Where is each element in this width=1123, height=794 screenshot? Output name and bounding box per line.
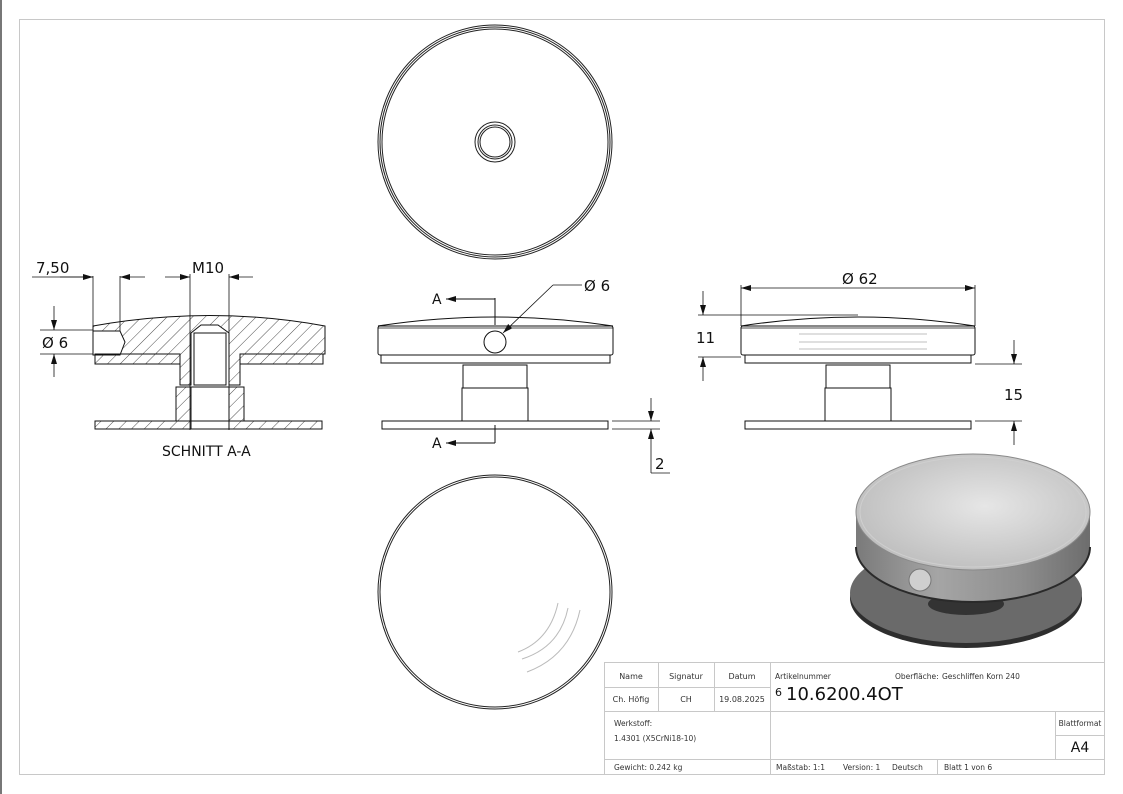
tb-material-label: Werkstoff: (614, 719, 652, 728)
section-label: SCHNITT A-A (162, 444, 251, 460)
tb-sheet-format-value: A4 (1071, 740, 1090, 756)
tb-name: Ch. Höfig (613, 695, 650, 704)
tb-weight: Gewicht: 0.242 kg (614, 763, 683, 772)
tb-surface-label: Oberfläche: (895, 672, 939, 681)
tb-version: Version: 1 (843, 763, 880, 772)
tb-article-label: Artikelnummer (775, 672, 832, 681)
tb-article-number: 10.6200.4OT (786, 684, 904, 705)
title-block (604, 662, 1105, 775)
tb-signature: CH (680, 695, 692, 704)
section-marker-bottom: A (432, 436, 442, 452)
tb-date: 19.08.2025 (719, 695, 765, 704)
bottom-view (377, 474, 613, 710)
tb-header-name: Name (619, 672, 643, 681)
isometric-view (850, 453, 1091, 648)
tb-header-signature: Signatur (669, 672, 704, 681)
front-view: A A Ø 6 2 (377, 277, 670, 474)
top-view (377, 24, 613, 260)
dim-11: 11 (696, 329, 715, 347)
tb-surface-value: Geschliffen Korn 240 (942, 672, 1020, 681)
tb-sheet-format-label: Blattformat (1059, 719, 1102, 728)
dim-dia-6-section: Ø 6 (42, 334, 68, 352)
tb-sheet: Blatt 1 von 6 (944, 763, 992, 772)
drawing-frame (19, 19, 1105, 775)
tb-language: Deutsch (892, 763, 923, 772)
section-marker-top: A (432, 292, 442, 308)
section-a-a: 7,50 M10 Ø 6 SCHNITT A-A (32, 259, 326, 460)
tb-header-date: Datum (728, 672, 755, 681)
title-block-text: Name Signatur Datum Ch. Höfig CH 19.08.2… (613, 672, 1102, 772)
dim-15: 15 (1004, 386, 1023, 404)
tb-scale: Maßstab: 1:1 (776, 763, 825, 772)
side-view: Ø 62 11 15 (696, 270, 1023, 445)
dim-m10: M10 (192, 259, 224, 277)
page-edge (0, 0, 2, 794)
tb-article-rev: 6 (775, 686, 782, 699)
tb-material-value: 1.4301 (X5CrNi18-10) (614, 734, 696, 743)
dim-2: 2 (655, 455, 665, 473)
dim-dia-6-front: Ø 6 (584, 277, 610, 295)
dim-dia-62: Ø 62 (842, 270, 878, 288)
dim-7-50: 7,50 (36, 259, 69, 277)
